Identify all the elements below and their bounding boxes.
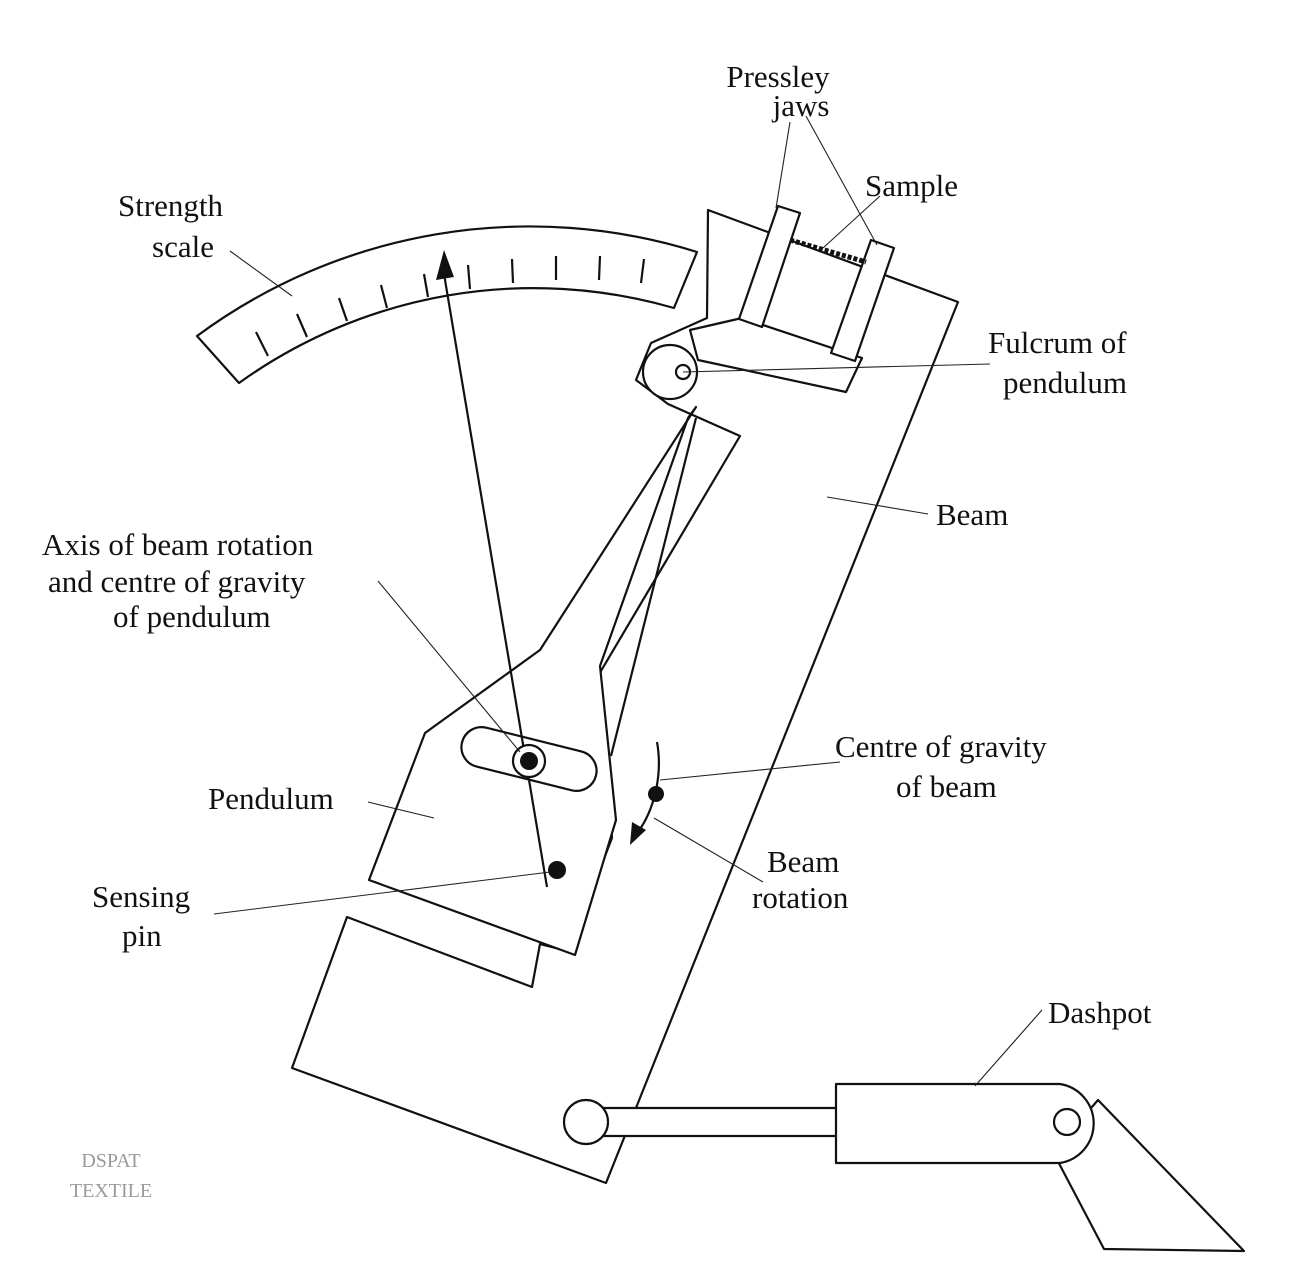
svg-text:jaws: jaws xyxy=(772,88,830,123)
pointer-arrowhead xyxy=(436,250,454,280)
label-cog-beam: Centre of gravity of beam xyxy=(835,729,1047,804)
label-pendulum: Pendulum xyxy=(208,781,334,816)
pendulum-inner-edge xyxy=(609,417,698,757)
dashpot-end-pin xyxy=(1052,1107,1082,1137)
label-beam-rotation: Beam rotation xyxy=(752,844,849,915)
svg-text:Centre of gravity: Centre of gravity xyxy=(835,729,1047,764)
strength-scale xyxy=(195,225,699,385)
svg-text:Axis of beam rotation: Axis of beam rotation xyxy=(42,527,314,562)
svg-text:Sensing: Sensing xyxy=(92,879,190,914)
svg-text:and centre of gravity: and centre of gravity xyxy=(48,564,306,599)
jaw-plate xyxy=(688,316,864,394)
svg-text:Beam: Beam xyxy=(767,844,839,879)
svg-text:pin: pin xyxy=(122,918,162,953)
label-pressley-jaws: Pressley jaws xyxy=(726,59,830,123)
pressley-jaw-left xyxy=(737,204,802,329)
scale-ticks xyxy=(255,255,646,357)
axis-dot xyxy=(520,752,538,770)
svg-text:pendulum: pendulum xyxy=(1003,365,1127,400)
dashpot-pivot xyxy=(562,1098,610,1146)
pressley-jaw-right xyxy=(829,238,896,363)
svg-text:rotation: rotation xyxy=(752,880,849,915)
svg-text:scale: scale xyxy=(152,229,214,264)
watermark: DSPAT TEXTILE xyxy=(70,1150,152,1202)
svg-text:of pendulum: of pendulum xyxy=(113,599,271,634)
svg-text:of beam: of beam xyxy=(896,769,997,804)
svg-text:Strength: Strength xyxy=(118,188,224,223)
beam-rotation-arrowhead xyxy=(630,822,646,845)
pointer-needle xyxy=(442,273,549,888)
svg-text:Fulcrum of: Fulcrum of xyxy=(988,325,1127,360)
dashpot-cylinder xyxy=(834,1082,1095,1165)
beam-rotation-arrow xyxy=(637,741,660,833)
label-axis: Axis of beam rotation and centre of grav… xyxy=(42,527,314,634)
leader-lines xyxy=(213,115,1043,1087)
label-dashpot: Dashpot xyxy=(1048,995,1152,1030)
pendulum-body xyxy=(367,405,698,957)
label-sample: Sample xyxy=(865,168,958,203)
label-beam: Beam xyxy=(936,497,1008,532)
label-fulcrum: Fulcrum of pendulum xyxy=(988,325,1127,400)
svg-text:DSPAT: DSPAT xyxy=(81,1150,140,1172)
svg-text:Pressley: Pressley xyxy=(726,59,830,94)
label-sensing-pin: Sensing pin xyxy=(92,879,190,953)
svg-text:TEXTILE: TEXTILE xyxy=(70,1180,152,1202)
dashpot-rod xyxy=(586,1106,840,1138)
sensing-pin-dot xyxy=(548,861,566,879)
label-strength-scale: Strength scale xyxy=(118,188,224,264)
sample-strip xyxy=(789,237,867,265)
